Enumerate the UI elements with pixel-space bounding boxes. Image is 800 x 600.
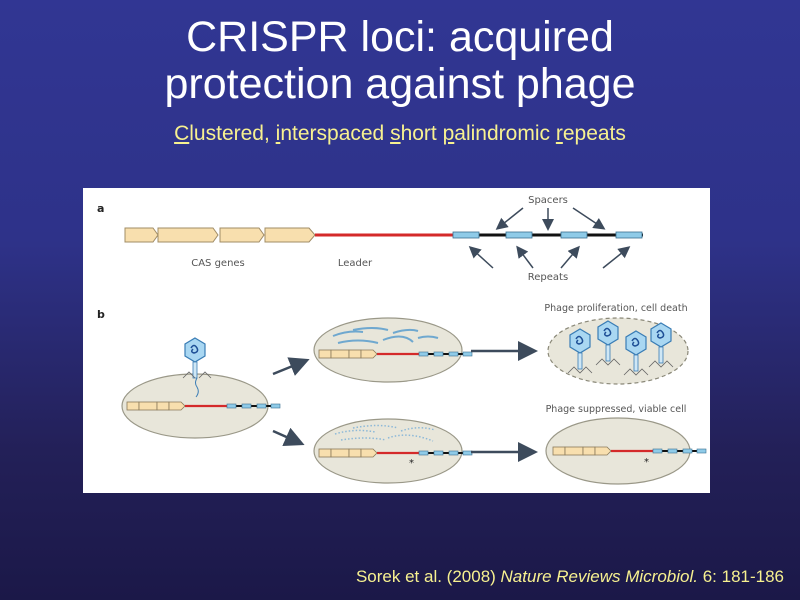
- spacers-label: Spacers: [528, 195, 568, 206]
- phage-icon: [184, 337, 206, 379]
- cas-genes-label: CAS genes: [191, 258, 245, 269]
- panel-a-label: a: [97, 202, 104, 215]
- viable-cell: *: [545, 417, 708, 485]
- crispr-array: [452, 231, 643, 239]
- arrow-to-proliferation: [272, 357, 310, 376]
- crispr-diagram: a CAS genes Leader Spacers Repeats b: [97, 195, 708, 485]
- repeats-label: Repeats: [528, 272, 568, 283]
- infected-cell: [121, 337, 282, 439]
- cell-phage-degraded: *: [313, 418, 474, 484]
- arrow-to-suppression: [272, 427, 305, 447]
- title-line-1: CRISPR loci: acquired: [186, 13, 614, 61]
- slide-title: CRISPR loci: acquired protection against…: [0, 14, 800, 108]
- citation: Sorek et al. (2008) Nature Reviews Micro…: [355, 567, 784, 586]
- new-spacer-marker: *: [644, 457, 649, 468]
- acronym-word: palindromic: [442, 122, 556, 145]
- acronym-word: Clustered,: [174, 122, 276, 145]
- panel-b-label: b: [97, 308, 105, 321]
- acronym-subtitle: Clustered, interspaced short palindromic…: [0, 122, 800, 146]
- lysing-cell: [547, 317, 689, 385]
- leader-label: Leader: [338, 258, 373, 269]
- cas-genes: [124, 227, 316, 243]
- annotation-arrows: [468, 207, 631, 269]
- acronym-word: repeats: [555, 122, 626, 145]
- title-line-2: protection against phage: [164, 60, 636, 108]
- outcome-viable-cell-label: Phage suppressed, viable cell: [546, 404, 687, 415]
- new-spacer-marker: *: [409, 458, 414, 469]
- crispr-figure: a CAS genes Leader Spacers Repeats b: [83, 188, 710, 493]
- outcome-cell-death-label: Phage proliferation, cell death: [544, 303, 687, 314]
- acronym-word: short: [390, 122, 443, 145]
- cell-phage-replicating: [313, 317, 474, 383]
- acronym-word: interspaced: [275, 122, 391, 145]
